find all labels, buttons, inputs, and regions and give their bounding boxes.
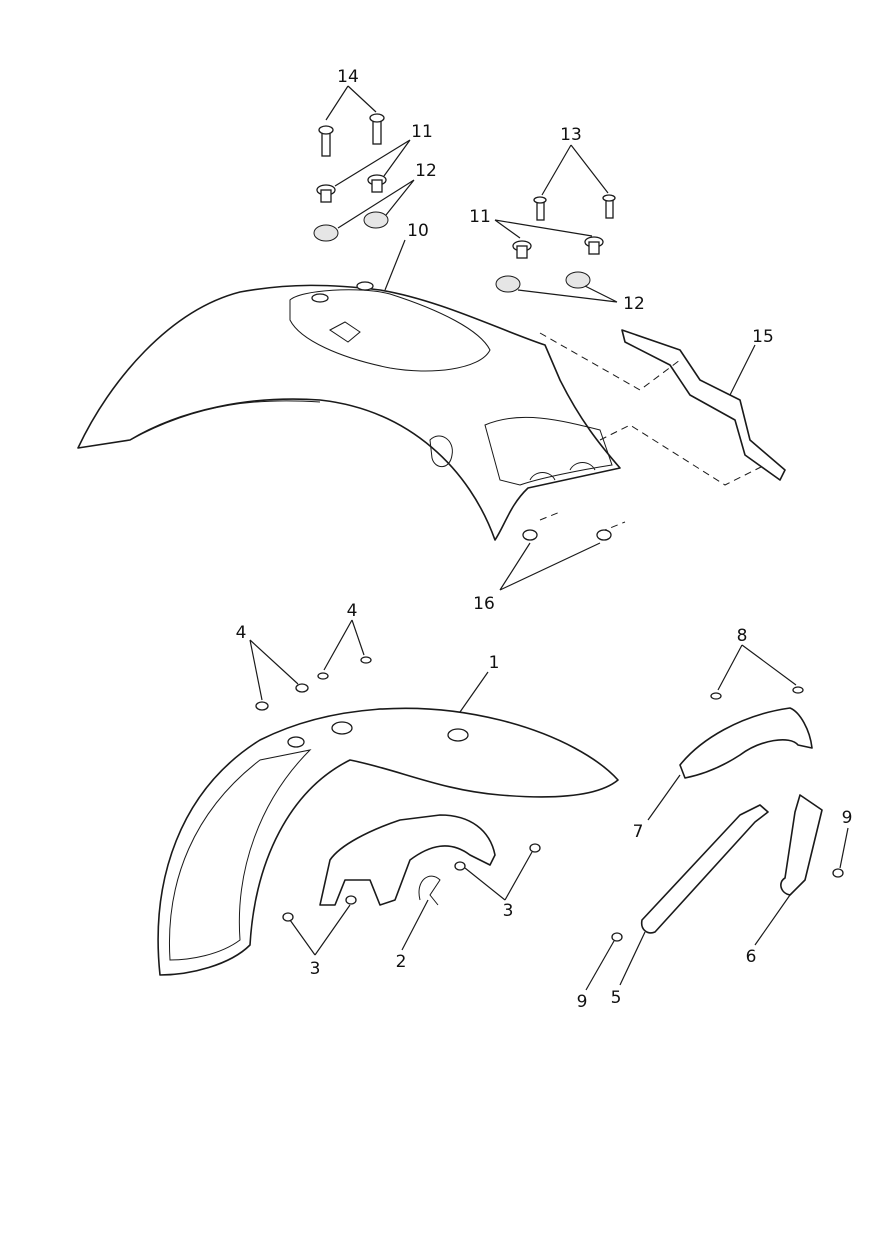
mudguard-extension [679,707,813,779]
front-mudguard [157,707,619,976]
callout-15: 15 [752,327,774,347]
mudguard-stay [640,804,769,934]
callout-12: 12 [415,161,437,181]
front-bracket [319,814,496,906]
callout-14: 14 [337,67,359,87]
callout-9: 9 [842,808,853,828]
callout-11: 11 [411,122,433,142]
callout-13: 13 [560,125,582,145]
callout-1: 1 [489,653,500,673]
callout-16: 16 [473,594,495,614]
callout-4: 4 [347,601,358,621]
callout-8: 8 [737,626,748,646]
callout-7: 7 [633,822,644,842]
callout-4: 4 [236,623,247,643]
callout-12: 12 [623,294,645,314]
callout-10: 10 [407,221,429,241]
callout-2: 2 [396,952,407,972]
callouts: 14 11 12 10 13 11 12 15 16 4 4 1 8 7 9 3… [236,67,853,1012]
leader-lines [249,85,849,991]
callout-9: 9 [577,992,588,1012]
rear-mudguard [77,281,621,541]
callout-5: 5 [611,988,622,1008]
fasteners [255,113,844,942]
callout-3: 3 [503,901,514,921]
callout-6: 6 [746,947,757,967]
wire-clip [418,875,441,906]
callout-11: 11 [469,207,491,227]
callout-3: 3 [310,959,321,979]
rear-bracket [621,329,786,481]
mudguard-stay-2 [780,794,823,896]
